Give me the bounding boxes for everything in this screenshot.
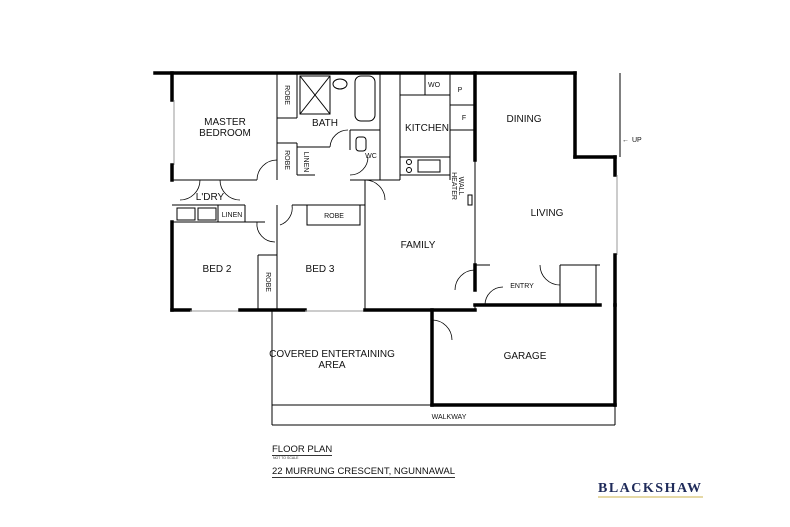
wall-heater-label: WALL: [457, 177, 464, 196]
room-master-bedroom: MASTER: [204, 117, 246, 128]
wall-oven-label: WO: [428, 82, 441, 89]
robe-bed3-label: ROBE: [324, 213, 344, 220]
room-family: FAMILY: [401, 240, 436, 251]
linen-laundry-label: LINEN: [222, 212, 243, 219]
pantry-label: P: [458, 87, 463, 94]
floor-plan-title: FLOOR PLAN: [272, 444, 333, 456]
robe-master-top-label: ROBE: [283, 85, 290, 105]
room-covered-entertaining-line2: AREA: [318, 360, 346, 371]
linen-hall-label: LINEN: [302, 152, 309, 173]
blackshaw-logo: BLACKSHAW: [598, 481, 703, 498]
arrow-left-icon: ←: [622, 137, 629, 144]
robe-master-side-label: ROBE: [283, 150, 290, 170]
room-laundry: L'DRY: [196, 192, 225, 203]
walkway-label: WALKWAY: [432, 414, 467, 421]
room-bath: BATH: [312, 118, 338, 129]
fridge-label: F: [462, 115, 466, 122]
scale-note: NOT TO SCALE: [273, 456, 299, 460]
room-entry: ENTRY: [510, 283, 534, 290]
room-garage: GARAGE: [504, 351, 547, 362]
room-dining: DINING: [507, 114, 542, 125]
room-covered-entertaining: COVERED ENTERTAINING: [269, 349, 395, 360]
robe-bed2-label: ROBE: [264, 272, 271, 292]
walls: [153, 71, 621, 426]
room-living: LIVING: [531, 208, 564, 219]
room-master-bedroom-line2: BEDROOM: [199, 128, 251, 139]
bath-fixtures: [176, 75, 473, 221]
wall-heater-label-line2: HEATER: [450, 172, 457, 200]
room-bed-3: BED 3: [306, 264, 335, 275]
doors: [179, 129, 561, 341]
room-kitchen: KITCHEN: [405, 123, 449, 134]
property-address: 22 MURRUNG CRESCENT, NGUNNAWAL: [272, 466, 455, 478]
room-bed-2: BED 2: [203, 264, 232, 275]
wc-label: WC: [365, 153, 377, 160]
up-label: UP: [632, 137, 642, 144]
